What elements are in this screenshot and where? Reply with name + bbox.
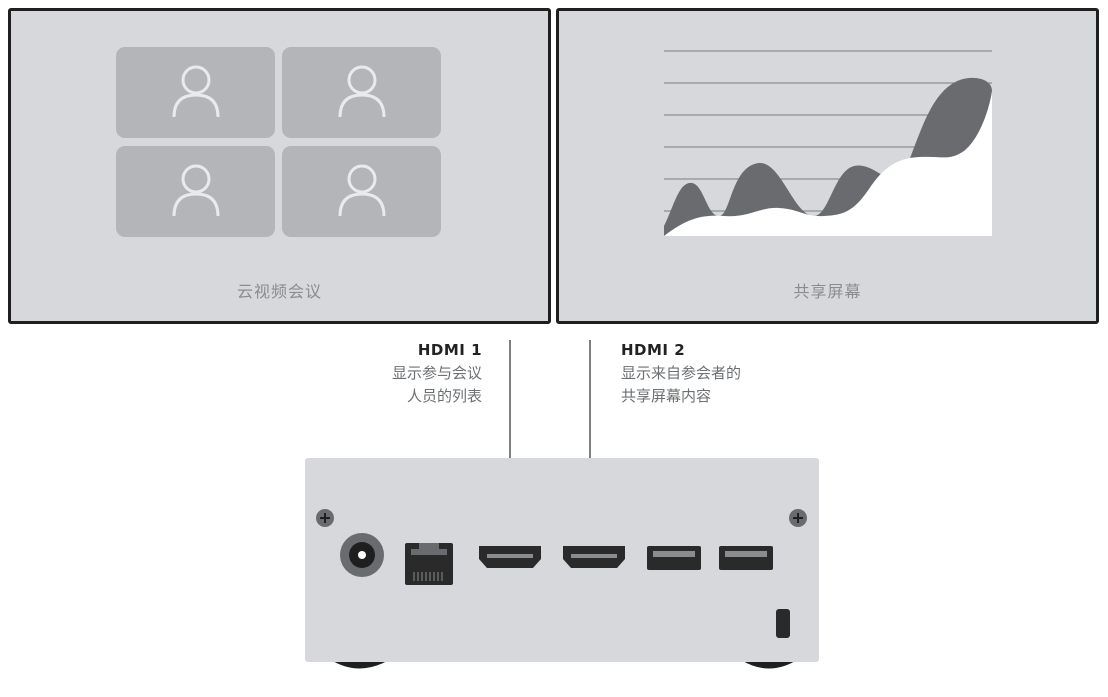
usb-port-1 [647, 546, 701, 570]
usb-port-2 [719, 546, 773, 570]
person-icon [172, 164, 220, 217]
hdmi1-connector-line [509, 340, 511, 532]
hdmi1-label: HDMI 1 显示参与会议 人员的列表 [330, 339, 482, 408]
hdmi1-title: HDMI 1 [417, 341, 482, 359]
hdmi2-desc-line2: 共享屏幕内容 [621, 387, 712, 405]
lock-slot [776, 609, 790, 638]
video-conference-screen: 云视频会议 [8, 8, 551, 324]
hdmi2-connector-line [589, 340, 591, 532]
hdmi-port-1 [479, 546, 541, 568]
participant-tile [116, 146, 275, 237]
hdmi2-label: HDMI 2 显示来自参会者的 共享屏幕内容 [621, 339, 821, 408]
ethernet-port [405, 543, 453, 585]
white-area [664, 91, 992, 236]
area-chart-illustration [664, 50, 992, 236]
device-back-panel [305, 458, 819, 669]
screen-caption: 云视频会议 [236, 282, 322, 301]
hdmi2-desc-line1: 显示来自参会者的 [621, 364, 742, 382]
device-foot-left [331, 660, 389, 669]
screw-icon-left [316, 509, 334, 527]
hdmi1-desc-line1: 显示参与会议 [391, 364, 482, 382]
device-body [305, 458, 819, 662]
screen-caption: 共享屏幕 [793, 282, 862, 301]
hdmi-port-2 [563, 546, 625, 568]
person-icon [338, 65, 386, 118]
hdmi2-title: HDMI 2 [621, 341, 686, 359]
screen-share-screen: 共享屏幕 [556, 8, 1099, 324]
participant-tile [116, 47, 275, 138]
hdmi1-desc-line2: 人员的列表 [406, 387, 482, 405]
power-port [340, 533, 384, 577]
person-icon [338, 164, 386, 217]
screw-icon-right [789, 509, 807, 527]
participant-tile [282, 146, 441, 237]
device-foot-right [741, 660, 797, 669]
person-icon [172, 65, 220, 118]
participant-tile [282, 47, 441, 138]
